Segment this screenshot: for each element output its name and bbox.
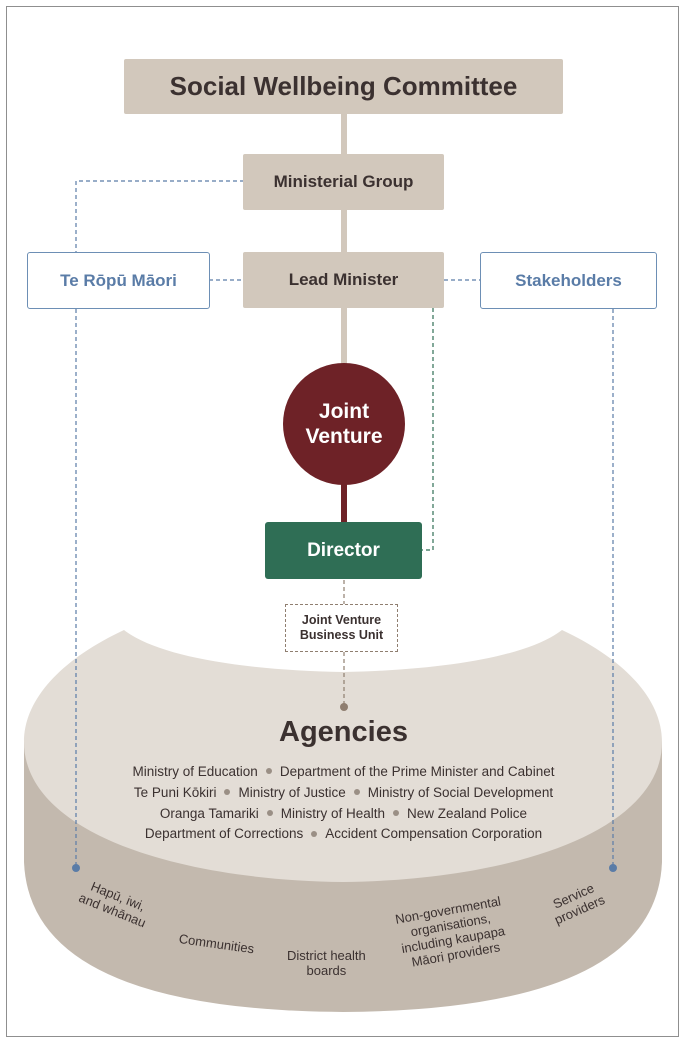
service-link-dot: [609, 864, 617, 872]
rim-label-district-health-boards: District health boards: [287, 948, 366, 978]
director-label: Director: [307, 539, 380, 561]
jv-business-unit-box: Joint Venture Business Unit: [285, 604, 398, 652]
agencies-link-dot: [340, 703, 348, 711]
agency-line: Ministry of Education Department of the P…: [80, 762, 607, 783]
bullet-dot: [393, 810, 399, 817]
stakeholders-label: Stakeholders: [515, 270, 622, 290]
director-box: Director: [265, 522, 422, 579]
link-ministerial-te-ropu: [75, 180, 244, 253]
hapu-link-dot: [72, 864, 80, 872]
te-ropu-maori-label: Te Rōpū Māori: [60, 270, 177, 290]
agency-line: Oranga Tamariki Ministry of Health New Zea…: [80, 804, 607, 825]
joint-venture-line-2: Venture: [305, 425, 383, 448]
ministerial-group-label: Ministerial Group: [273, 172, 414, 191]
social-wellbeing-committee-box: Social Wellbeing Committee: [124, 59, 563, 114]
stakeholders-box: Stakeholders: [480, 252, 657, 309]
rim-label-line: District health: [287, 948, 366, 963]
agency-name: Ministry of Health: [280, 805, 385, 821]
joint-venture-circle: Joint Venture: [283, 363, 405, 485]
platform-top: [24, 630, 662, 882]
joint-venture-line-1: Joint: [318, 400, 370, 423]
agency-line: Department of Corrections Accident Compen…: [80, 824, 607, 845]
jv-business-unit-line-2: Business Unit: [299, 628, 384, 642]
agencies-title: Agencies: [279, 716, 408, 748]
diagram-frame: [6, 6, 679, 1037]
bullet-dot: [353, 789, 360, 796]
bullet-dot: [224, 789, 231, 796]
bullet-dot: [266, 810, 273, 817]
agency-name: New Zealand Police: [407, 805, 528, 821]
agency-name: Te Puni Kōkiri: [133, 784, 217, 800]
lead-minister-label: Lead Minister: [288, 270, 399, 289]
agency-list: Ministry of Education Department of the P…: [80, 762, 607, 845]
social-wellbeing-committee-label: Social Wellbeing Committee: [169, 71, 518, 101]
agency-name: Ministry of Social Development: [367, 784, 554, 800]
jv-business-unit-line-1: Joint Venture: [301, 613, 382, 627]
agency-line: Te Puni Kōkiri Ministry of Justice Ministr…: [80, 783, 607, 804]
agency-name: Accident Compensation Corporation: [325, 826, 543, 842]
agency-name: Department of the Prime Minister and Cab…: [279, 764, 555, 779]
agency-name: Oranga Tamariki: [159, 805, 259, 821]
te-ropu-maori-box: Te Rōpū Māori: [27, 252, 210, 309]
bullet-dot: [311, 830, 318, 837]
rim-label-line: boards: [306, 963, 347, 978]
bullet-dot: [265, 768, 272, 775]
agency-name: Ministry of Education: [132, 764, 258, 779]
agency-name: Department of Corrections: [144, 826, 304, 842]
lead-minister-box: Lead Minister: [243, 252, 444, 308]
ministerial-group-box: Ministerial Group: [243, 154, 444, 210]
link-lead-director: [422, 308, 434, 551]
agency-name: Ministry of Justice: [238, 784, 346, 800]
